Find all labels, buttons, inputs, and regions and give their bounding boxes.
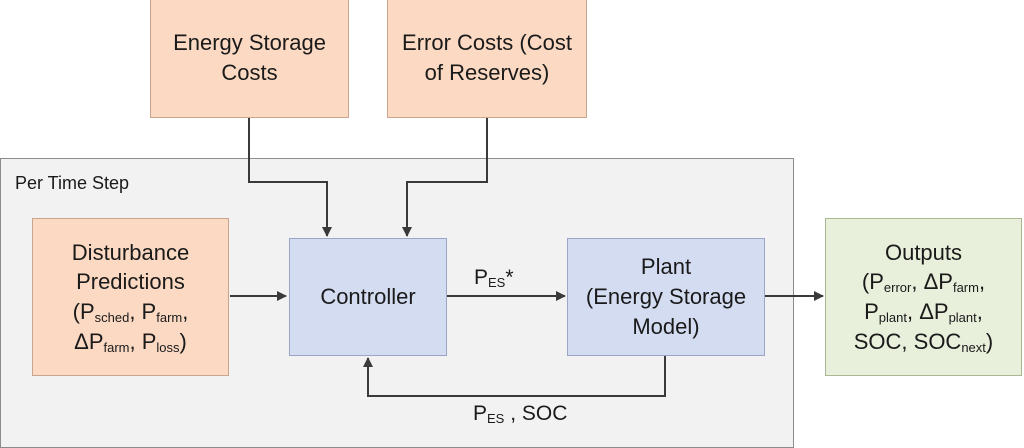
disturbance-line-3: (Psched, Pfarm, — [72, 299, 189, 325]
per-time-step-label: Per Time Step — [15, 173, 130, 193]
connector-arrows — [230, 118, 824, 397]
controller-label: Controller — [320, 284, 416, 310]
disturbance-line-1: Disturbance — [71, 239, 190, 265]
plant-box: Plant (Energy Storage Model) — [567, 238, 765, 356]
plant-line-3: Model) — [632, 313, 700, 339]
error-costs-line-2: of Reserves) — [424, 60, 550, 85]
feedback-label: PES , SOC — [473, 402, 568, 426]
controller-box: Controller — [289, 238, 447, 356]
energy-storage-costs-line-2: Costs — [221, 60, 278, 85]
arrow-storage-costs-to-controller — [248, 118, 332, 237]
outputs-line-3: Pplant, ΔPplant, — [864, 299, 983, 325]
pes-star-label: PES* — [474, 266, 514, 290]
plant-line-2: (Energy Storage — [585, 284, 747, 310]
energy-storage-costs-box: Energy Storage Costs — [150, 0, 349, 118]
outputs-line-4: SOC, SOCnext) — [853, 328, 994, 355]
disturbance-predictions-box: Disturbance Predictions (Psched, Pfarm, … — [32, 218, 229, 376]
error-costs-line-1: Error Costs (Cost — [402, 30, 572, 56]
disturbance-line-4: ΔPfarm, Ploss) — [74, 328, 187, 355]
error-costs-box: Error Costs (Cost of Reserves) — [387, 0, 587, 118]
outputs-title: Outputs — [884, 239, 963, 265]
plant-line-1: Plant — [640, 254, 692, 280]
outputs-line-2: (Perror, ΔPfarm, — [861, 269, 986, 296]
arrow-plant-feedback-to-controller — [363, 356, 666, 397]
energy-storage-costs-line-1: Energy Storage — [173, 30, 326, 56]
disturbance-line-2: Predictions — [76, 269, 185, 295]
outputs-box: Outputs (Perror, ΔPfarm, Pplant, ΔPplant… — [825, 218, 1022, 376]
arrow-error-costs-to-controller — [402, 118, 488, 237]
